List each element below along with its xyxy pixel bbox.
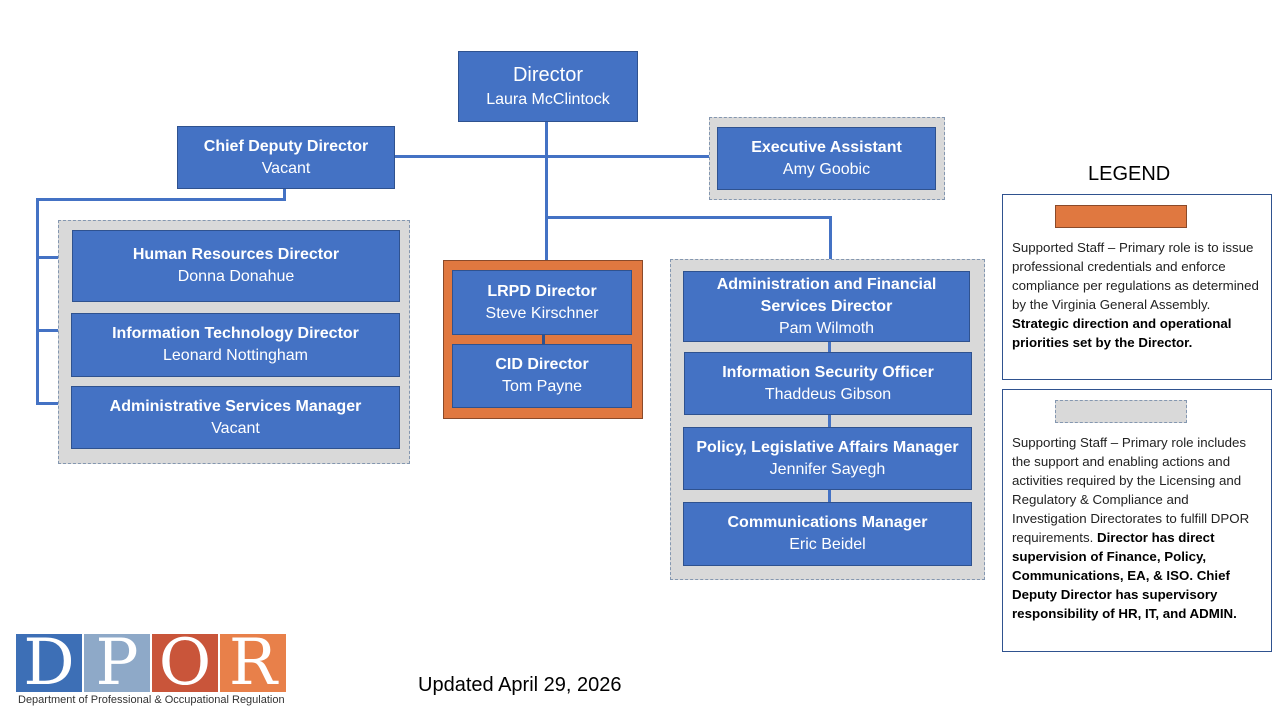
logo-letter-p: P (84, 634, 150, 692)
connector-deputy-down (283, 188, 286, 201)
logo-letter-r: R (220, 634, 286, 692)
admin-services-manager-box: Administrative Services Manager Vacant (71, 386, 400, 449)
security-officer-title: Information Security Officer (722, 363, 934, 381)
legend-supported-text: Supported Staff – Primary role is to iss… (1012, 238, 1264, 352)
legend-supported-bold: Strategic direction and operational prio… (1012, 316, 1232, 350)
executive-assistant-title: Executive Assistant (751, 138, 902, 156)
hr-director-box: Human Resources Director Donna Donahue (72, 230, 400, 302)
executive-assistant-name: Amy Goobic (782, 160, 871, 178)
director-box: Director Laura McClintock (458, 51, 638, 122)
connector-to-it (36, 329, 72, 332)
legend-supporting-description: Supporting Staff – Primary role includes… (1012, 435, 1250, 545)
lrpd-director-name: Steve Kirschner (485, 304, 599, 322)
connector-right-group-drop (829, 216, 832, 272)
admin-services-manager-name: Vacant (211, 419, 260, 437)
legend-title: LEGEND (1088, 163, 1171, 185)
connector-director-down (545, 121, 548, 271)
legend-supported: Supported Staff – Primary role is to iss… (1002, 194, 1272, 380)
logo-letter-d: D (16, 634, 82, 692)
finance-director-title: Administration and Financial Services Di… (716, 275, 937, 315)
connector-left-vertical (36, 198, 39, 405)
policy-manager-title: Policy, Legislative Affairs Manager (696, 438, 959, 456)
chief-deputy-box: Chief Deputy Director Vacant (177, 126, 395, 189)
security-officer-name: Thaddeus Gibson (764, 385, 892, 403)
finance-director-box: Administration and Financial Services Di… (683, 271, 970, 342)
cid-director-name: Tom Payne (501, 378, 583, 395)
cid-director-title: CID Director (495, 356, 589, 373)
connector-to-hr (36, 256, 72, 259)
communications-manager-title: Communications Manager (727, 514, 928, 531)
hr-director-name: Donna Donahue (177, 268, 295, 285)
it-director-name: Leonard Nottingham (163, 347, 308, 364)
admin-services-manager-title: Administrative Services Manager (109, 397, 362, 415)
connector-to-right-group (545, 216, 831, 219)
updated-date: Updated April 29, 2026 (418, 674, 622, 696)
finance-director-name: Pam Wilmoth (778, 319, 875, 337)
legend-supporting-text: Supporting Staff – Primary role includes… (1012, 433, 1264, 623)
logo-subtitle: Department of Professional & Occupationa… (18, 694, 285, 706)
lrpd-director-box: LRPD Director Steve Kirschner (452, 270, 632, 335)
director-title: Director (512, 64, 583, 86)
communications-manager-box: Communications Manager Eric Beidel (683, 502, 972, 566)
chief-deputy-name: Vacant (261, 159, 311, 177)
legend-supported-swatch (1055, 205, 1187, 228)
policy-manager-box: Policy, Legislative Affairs Manager Jenn… (683, 427, 972, 490)
legend-supporting-bold: Director has direct supervision of Finan… (1012, 530, 1237, 621)
hr-director-title: Human Resources Director (132, 246, 340, 263)
logo-letter-o: O (152, 634, 218, 692)
communications-manager-name: Eric Beidel (789, 536, 866, 553)
legend-supporting: Supporting Staff – Primary role includes… (1002, 389, 1272, 652)
it-director-title: Information Technology Director (112, 325, 359, 342)
security-officer-box: Information Security Officer Thaddeus Gi… (684, 352, 972, 415)
connector-right-stack (828, 340, 831, 505)
policy-manager-name: Jennifer Sayegh (769, 460, 886, 478)
connector-to-admin (36, 402, 72, 405)
it-director-box: Information Technology Director Leonard … (71, 313, 400, 377)
executive-assistant-box: Executive Assistant Amy Goobic (717, 127, 936, 190)
lrpd-director-title: LRPD Director (487, 282, 597, 300)
legend-supported-description: Supported Staff – Primary role is to iss… (1012, 240, 1259, 312)
dpor-logo: D P O R Department of Professional & Occ… (16, 634, 286, 708)
legend-supporting-swatch (1055, 400, 1187, 423)
cid-director-box: CID Director Tom Payne (452, 344, 632, 408)
chief-deputy-title: Chief Deputy Director (203, 137, 369, 155)
connector-deputy-left (36, 198, 286, 201)
connector-deputy-ea (394, 155, 718, 158)
connector-lrpd-cid (542, 334, 545, 346)
director-name: Laura McClintock (486, 91, 610, 108)
